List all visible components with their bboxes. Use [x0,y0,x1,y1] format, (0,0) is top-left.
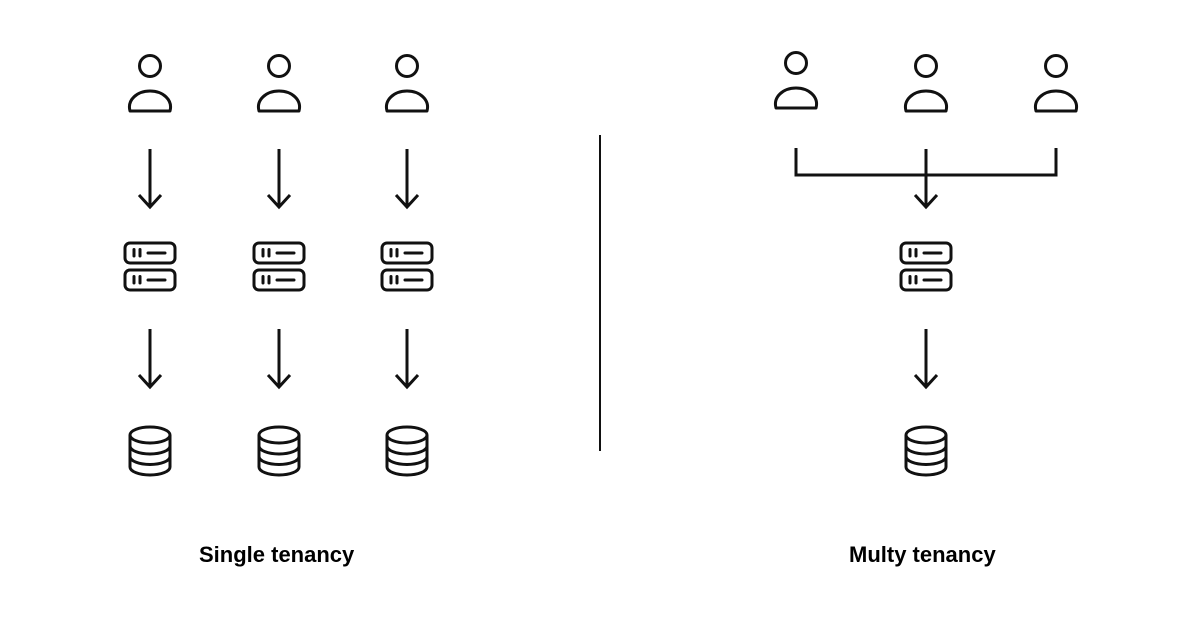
server-icon [380,241,434,292]
user-icon [127,54,173,113]
arrow-down-icon [913,147,939,209]
database-icon [128,425,172,477]
arrow-down-icon [394,327,420,389]
user-icon [773,51,819,110]
server-icon [252,241,306,292]
single-tenancy-label: Single tenancy [199,542,355,567]
arrow-down-icon [266,327,292,389]
server-icon [899,241,953,292]
user-icon [1033,54,1079,113]
arrow-down-icon [394,147,420,209]
multi-tenancy-label: Multy tenancy [849,542,996,567]
single-tenancy-group [123,54,434,477]
user-icon [384,54,430,113]
arrow-down-icon [137,327,163,389]
arrow-down-icon [137,147,163,209]
arrow-down-icon [266,147,292,209]
database-icon [257,425,301,477]
database-icon [385,425,429,477]
multi-tenancy-group [773,51,1079,477]
database-icon [904,425,948,477]
user-icon [256,54,302,113]
user-icon [903,54,949,113]
arrow-down-icon [913,327,939,389]
server-icon [123,241,177,292]
